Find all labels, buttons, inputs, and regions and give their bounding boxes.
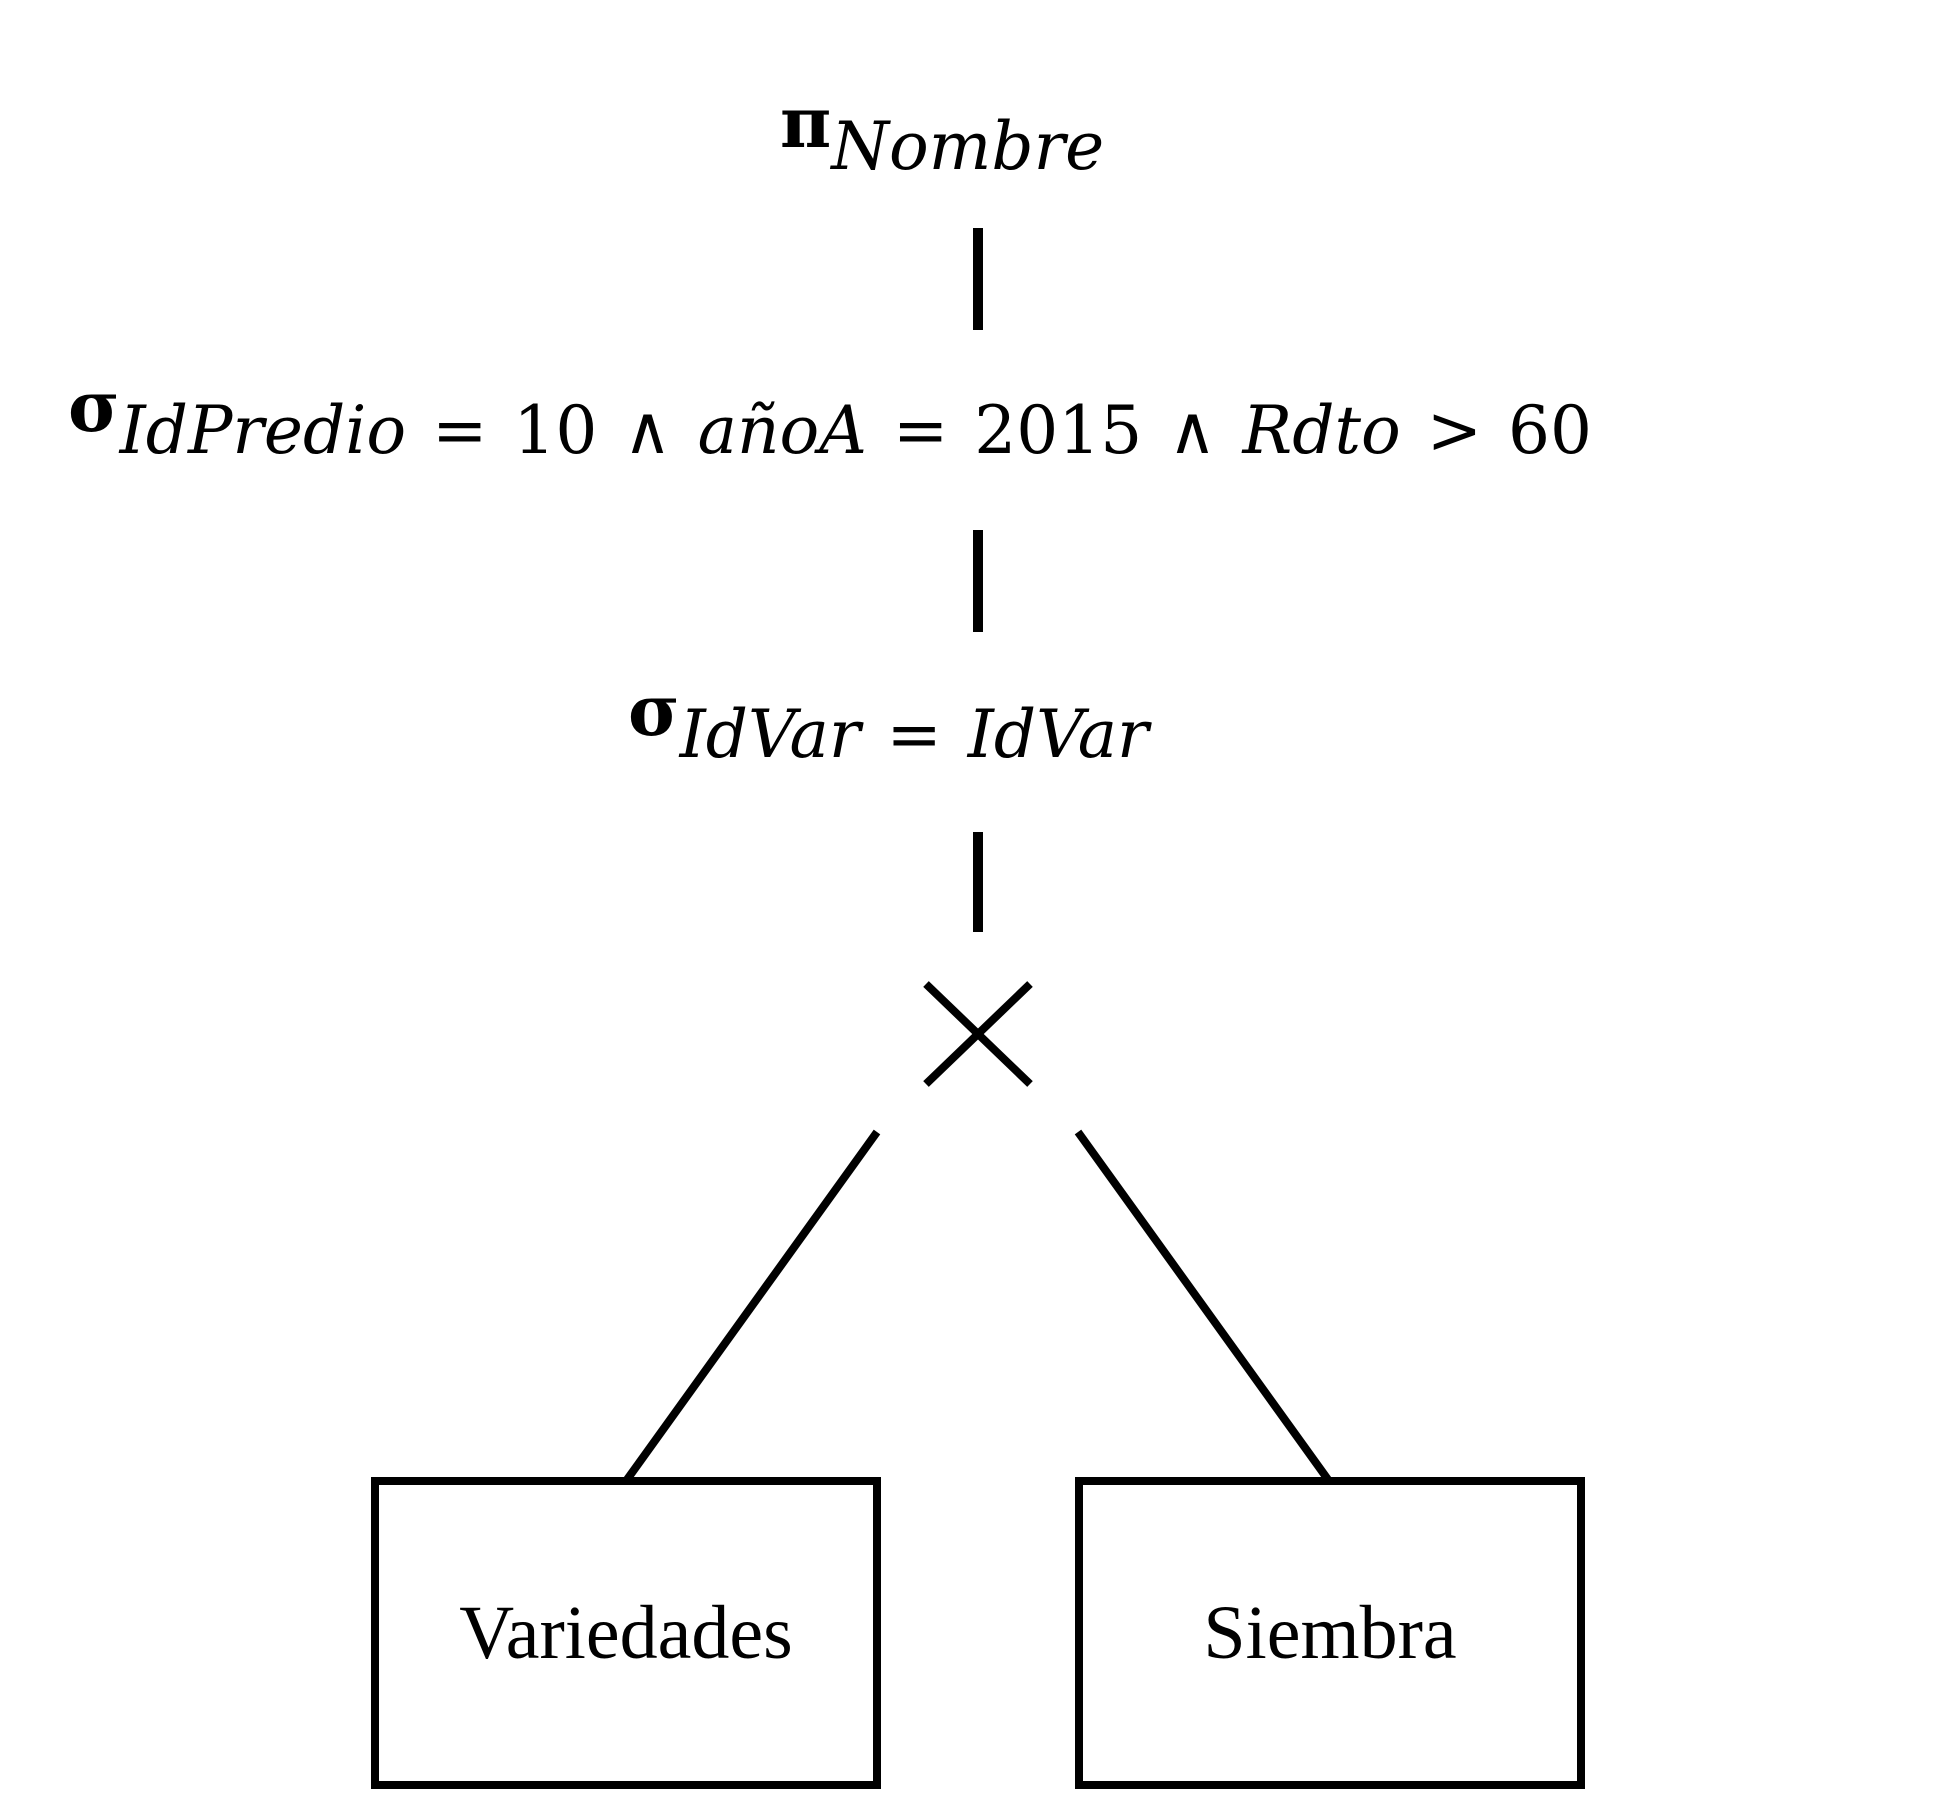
join-condition: IdVar = IdVar: [680, 696, 1149, 773]
cond2-value: 2015: [974, 392, 1143, 469]
join-right-attribute: IdVar: [967, 696, 1149, 773]
cond3-operator: >: [1426, 392, 1483, 469]
sigma-symbol: σ: [68, 365, 120, 448]
cond3-value: 60: [1508, 392, 1593, 469]
edge-product-to-variedades: [622, 1129, 881, 1484]
join-left-attribute: IdVar: [679, 696, 861, 773]
edge-product-to-siembra: [1074, 1129, 1333, 1484]
cond1-value: 10: [513, 392, 598, 469]
and-operator-2: ∧: [1168, 392, 1217, 469]
sigma-symbol: σ: [628, 669, 680, 752]
cond1-attribute: IdPredio: [119, 392, 407, 469]
cond3-attribute: Rdto: [1242, 392, 1401, 469]
selection-condition: IdPredio = 10 ∧ añoA = 2015 ∧ Rdto >60: [120, 392, 1592, 469]
cross-product-icon: [923, 981, 1033, 1087]
and-operator-1: ∧: [623, 392, 672, 469]
relation-box-siembra: Siembra: [1075, 1477, 1585, 1789]
selection-join-node: σIdVar=IdVar: [628, 676, 1149, 768]
cond2-attribute: añoA: [697, 392, 867, 469]
projection-attribute: Nombre: [831, 108, 1105, 185]
projection-node: πNombre: [780, 88, 1104, 180]
relation-name: Siembra: [1203, 1590, 1457, 1675]
relation-box-variedades: Variedades: [371, 1477, 881, 1789]
join-operator: =: [886, 696, 942, 773]
cond1-operator: =: [432, 392, 488, 469]
cond2-operator: =: [892, 392, 949, 469]
selection-filter-node: σIdPredio=10∧añoA=2015∧Rdto>60: [68, 372, 1592, 464]
relation-name: Variedades: [459, 1590, 793, 1675]
pi-symbol: π: [780, 81, 832, 164]
